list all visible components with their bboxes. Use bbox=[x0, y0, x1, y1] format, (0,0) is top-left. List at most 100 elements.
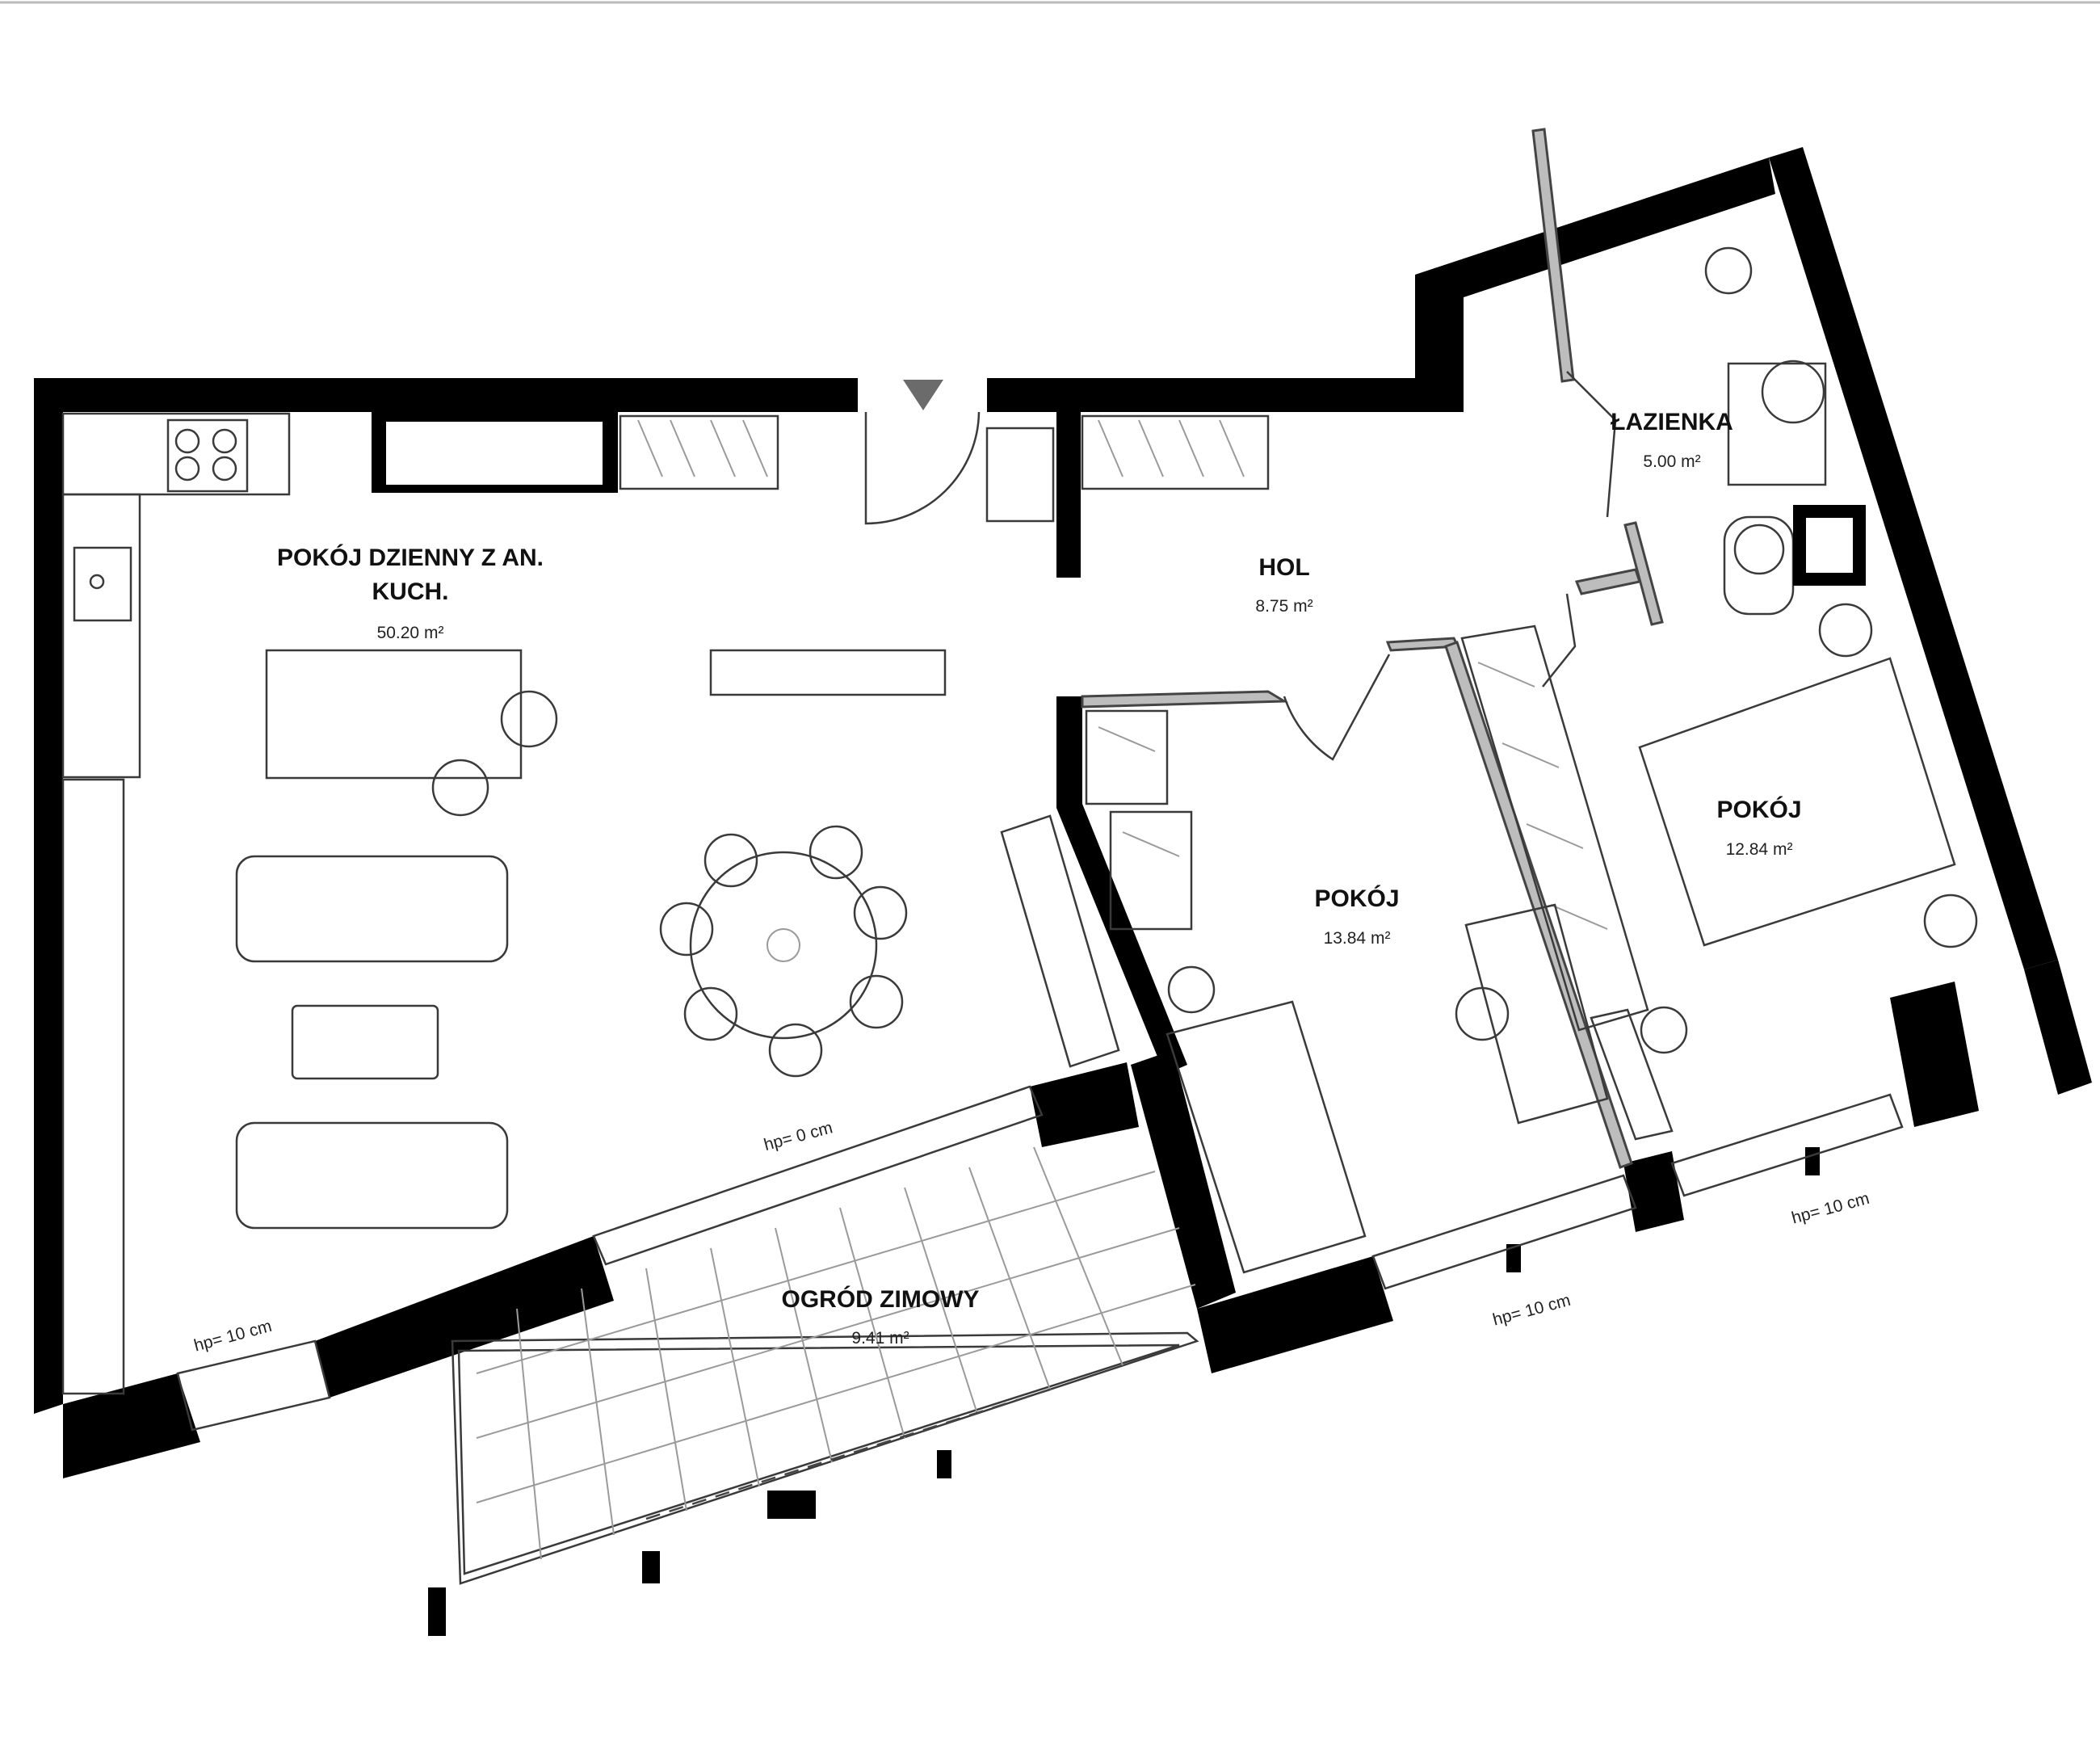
wardrobe-hangers bbox=[637, 419, 1608, 930]
label-hall-area: 8.75 m² bbox=[1255, 597, 1312, 616]
nightstand-1 bbox=[1818, 603, 1873, 658]
hp-garden-top: hp= 0 cm bbox=[762, 1118, 834, 1154]
sink-drain bbox=[89, 574, 105, 590]
wall-bedroom-left bbox=[1056, 696, 1187, 1074]
label-living-name-2: KUCH. bbox=[372, 578, 449, 605]
bathroom-fixtures bbox=[1566, 246, 1866, 616]
wardrobe-bedroom-1 bbox=[1085, 709, 1169, 805]
pier-living bbox=[315, 1236, 614, 1398]
coffee-table bbox=[291, 1004, 439, 1080]
desk-chair-large bbox=[1455, 986, 1510, 1041]
living-furniture bbox=[235, 649, 1120, 1230]
windows bbox=[176, 1085, 1904, 1432]
tv-console bbox=[1000, 814, 1120, 1068]
hp-bedroom-large: hp= 10 cm bbox=[1491, 1291, 1573, 1330]
bedroom-small-door bbox=[1542, 593, 1577, 687]
window-mullion-2 bbox=[1805, 1147, 1820, 1175]
kitchen-island bbox=[265, 649, 523, 780]
wall-top-slant bbox=[1415, 158, 1775, 297]
toilet-seat bbox=[1733, 524, 1785, 575]
toilet bbox=[1723, 515, 1795, 616]
entrance-marker bbox=[903, 380, 943, 410]
nightstand-2 bbox=[1923, 894, 1978, 948]
fridge-inner bbox=[386, 422, 603, 485]
desk-chair-small bbox=[1640, 1006, 1688, 1054]
label-bedroom-large-name: POKÓJ bbox=[1314, 885, 1399, 912]
wall-hall bbox=[1056, 412, 1081, 578]
room-labels: POKÓJ DZIENNY Z AN. KUCH. 50.20 m² HOL 8… bbox=[277, 409, 1802, 1348]
entrance-niche bbox=[985, 427, 1055, 523]
wardrobe-living bbox=[619, 414, 779, 490]
side-table bbox=[1167, 965, 1216, 1014]
partition-bath-left bbox=[1531, 128, 1575, 383]
window-bedroom-large bbox=[1371, 1174, 1637, 1290]
wall-step bbox=[1415, 275, 1464, 412]
daybed bbox=[1166, 1000, 1367, 1274]
cooktop bbox=[166, 418, 249, 493]
wall-top-right bbox=[987, 378, 1464, 412]
hp-living-left: hp= 10 cm bbox=[192, 1317, 274, 1356]
label-living-name-1: POKÓJ DZIENNY Z AN. bbox=[277, 544, 544, 571]
bedroom-large-door bbox=[1283, 654, 1391, 761]
window-mullion-1 bbox=[1506, 1244, 1521, 1272]
exterior-walls bbox=[34, 147, 2092, 1636]
hp-bedroom-small: hp= 10 cm bbox=[1790, 1189, 1871, 1228]
counter-left bbox=[61, 493, 141, 779]
partition-bedroom-top bbox=[1081, 690, 1289, 709]
pier-bedroom bbox=[1197, 1256, 1393, 1373]
burner-3 bbox=[174, 456, 200, 481]
sideboard bbox=[709, 649, 947, 696]
sofa-top bbox=[235, 855, 509, 963]
bath-door-swing bbox=[1566, 371, 1617, 518]
pier-mid bbox=[1623, 1151, 1684, 1232]
label-bedroom-small-name: POKÓJ bbox=[1716, 796, 1801, 823]
label-bath-area: 5.00 m² bbox=[1643, 452, 1700, 471]
window-garden-top bbox=[592, 1085, 1044, 1266]
bedroom-small-furniture bbox=[1590, 603, 1978, 1141]
wall-column bbox=[1131, 1050, 1236, 1309]
sink bbox=[73, 546, 132, 622]
doors bbox=[864, 380, 1577, 761]
dining-centre bbox=[766, 928, 800, 962]
burner-4 bbox=[212, 456, 237, 481]
label-hall-name: HOL bbox=[1258, 554, 1309, 581]
partitions bbox=[1081, 128, 1664, 1169]
label-bath-name: ŁAZIENKA bbox=[1611, 409, 1733, 435]
dining-chairs bbox=[659, 825, 908, 1078]
garden-pier-1 bbox=[428, 1587, 446, 1636]
dining-table bbox=[689, 851, 878, 1040]
bed bbox=[1638, 657, 1956, 947]
label-living-area: 50.20 m² bbox=[377, 624, 444, 642]
burner-2 bbox=[212, 428, 237, 454]
wardrobe-hall bbox=[1081, 414, 1270, 490]
label-bedroom-small-area: 12.84 m² bbox=[1726, 840, 1793, 859]
label-bedroom-large-area: 13.84 m² bbox=[1324, 929, 1391, 948]
bedroom-large-furniture bbox=[1166, 903, 1609, 1274]
window-living-left bbox=[176, 1339, 331, 1432]
pier-corner bbox=[2024, 960, 2092, 1095]
shaft-inner bbox=[1806, 518, 1853, 573]
desk-large bbox=[1464, 903, 1609, 1125]
wall-right-slant bbox=[1769, 147, 2058, 969]
garden-tiles bbox=[476, 1146, 1196, 1560]
wall-left bbox=[34, 378, 63, 1414]
window-bedroom-small bbox=[1670, 1093, 1904, 1197]
counter-top bbox=[61, 412, 291, 496]
garden-pier-2 bbox=[767, 1491, 816, 1519]
washbasin-cabinet bbox=[1727, 362, 1827, 486]
pier-left bbox=[63, 1373, 200, 1478]
label-garden-name: OGRÓD ZIMOWY bbox=[782, 1285, 980, 1313]
partition-bath-bottom bbox=[1574, 568, 1641, 595]
garden-pier-3 bbox=[642, 1551, 660, 1583]
stool-2 bbox=[431, 759, 489, 817]
pier-right bbox=[1890, 982, 1979, 1127]
burner-1 bbox=[174, 428, 200, 454]
label-garden-area: 9.41 m² bbox=[851, 1329, 909, 1348]
tall-units bbox=[61, 778, 125, 1395]
partition-bath-right bbox=[1623, 521, 1664, 626]
garden-inner bbox=[457, 1343, 1180, 1575]
wardrobes bbox=[619, 414, 1649, 1032]
kitchen bbox=[61, 412, 618, 1395]
garden-pier-4 bbox=[937, 1450, 951, 1478]
